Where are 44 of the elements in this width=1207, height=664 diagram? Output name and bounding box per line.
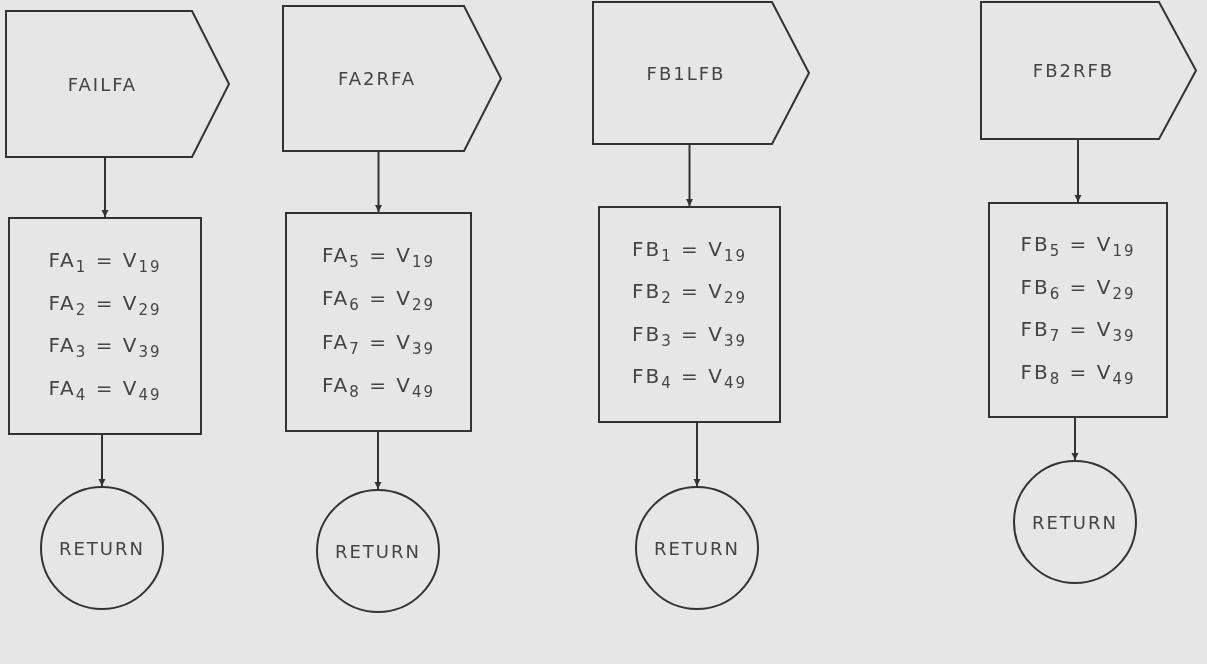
- entry-label: FB2RFB: [1032, 60, 1115, 81]
- arrow: [686, 144, 693, 207]
- terminal-circle: [316, 489, 440, 613]
- process-box: [988, 202, 1168, 418]
- entry-pentagon: [282, 5, 502, 152]
- equation-text: FB$_{5}$ = V$_{19}$: [1020, 232, 1136, 261]
- equation-text: FB$_{4}$ = V$_{49}$: [632, 364, 747, 393]
- entry-label: FA2RFA: [338, 68, 416, 89]
- arrow: [101, 157, 109, 218]
- equation-text: FB$_{8}$ = V$_{49}$: [1020, 359, 1136, 388]
- equation-text: FA$_{1}$ = V$_{19}$: [48, 247, 162, 276]
- entry-pentagon: [5, 10, 230, 158]
- terminal-circle: [1013, 460, 1137, 584]
- entry-pentagon: [592, 1, 810, 145]
- equation-text: FB$_{6}$ = V$_{29}$: [1020, 274, 1136, 303]
- equation-text: FA$_{2}$ = V$_{29}$: [48, 290, 162, 319]
- equation-text: FA$_{5}$ = V$_{19}$: [321, 243, 436, 272]
- entry-label: FB1LFB: [646, 62, 726, 84]
- return-label: RETURN: [654, 537, 740, 559]
- arrow: [98, 434, 106, 487]
- arrow: [1074, 139, 1082, 203]
- equation-text: FB$_{2}$ = V$_{29}$: [632, 279, 747, 308]
- return-label: RETURN: [59, 537, 145, 559]
- arrow: [374, 431, 382, 490]
- equation-text: FA$_{8}$ = V$_{49}$: [321, 372, 436, 401]
- entry-pentagon: [980, 1, 1197, 140]
- equation-text: FB$_{7}$ = V$_{39}$: [1020, 317, 1136, 346]
- return-label: RETURN: [1032, 511, 1118, 533]
- terminal-circle: [635, 486, 759, 610]
- arrow: [693, 422, 701, 487]
- process-box: [8, 217, 202, 435]
- process-box: [285, 212, 472, 432]
- equation-text: FA$_{3}$ = V$_{39}$: [48, 333, 162, 362]
- equation-text: FA$_{6}$ = V$_{29}$: [321, 286, 436, 315]
- arrow: [375, 151, 382, 213]
- arrow: [1071, 417, 1079, 461]
- terminal-circle: [40, 486, 164, 610]
- equation-text: FA$_{7}$ = V$_{39}$: [321, 329, 436, 358]
- process-box: [598, 206, 781, 423]
- equation-text: FB$_{1}$ = V$_{19}$: [632, 236, 747, 265]
- equation-text: FB$_{3}$ = V$_{39}$: [632, 321, 747, 350]
- equation-text: FA$_{4}$ = V$_{49}$: [48, 376, 162, 405]
- entry-label: FAILFA: [67, 73, 138, 95]
- return-label: RETURN: [335, 540, 421, 562]
